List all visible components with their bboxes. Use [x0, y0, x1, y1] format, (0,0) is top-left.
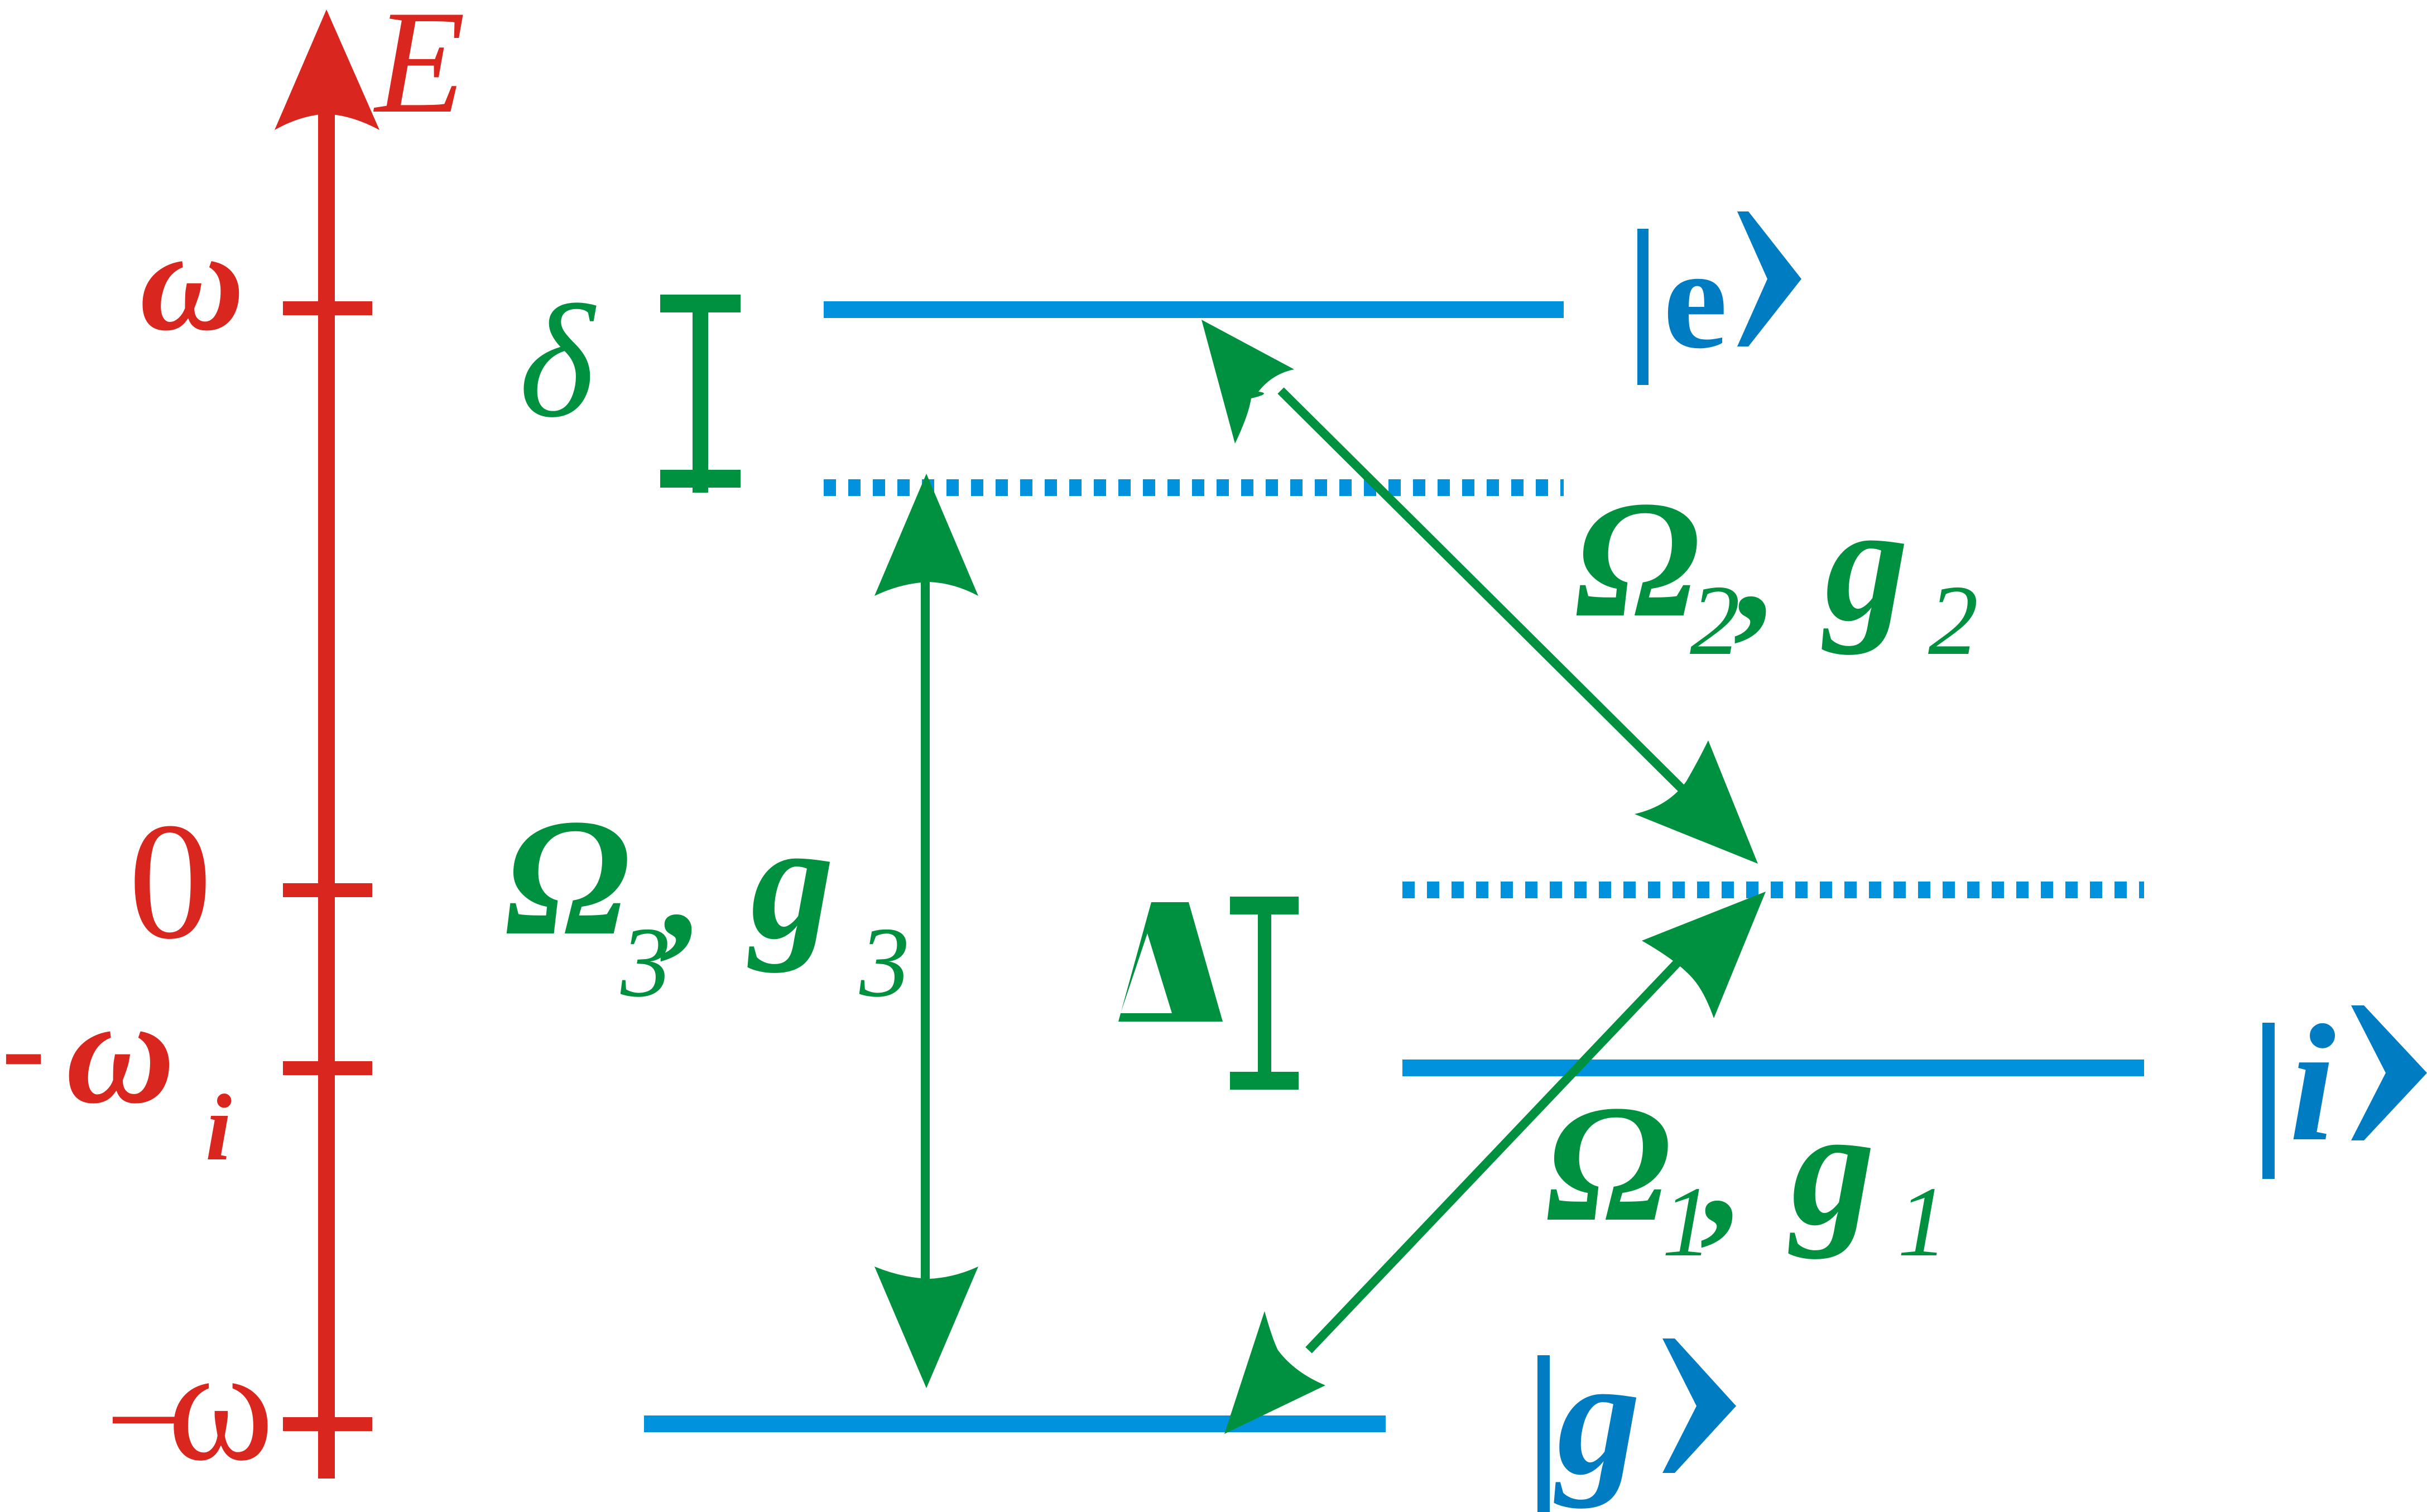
tick-omega	[283, 301, 372, 315]
axis-arrowhead-icon	[275, 9, 379, 130]
delta-small-bracket-icon	[660, 295, 741, 493]
coupling-g-subscript: 2	[1928, 565, 1978, 676]
separator-comma: ,	[1733, 480, 1772, 653]
tick-minus-omega	[283, 1417, 372, 1431]
delta-large-bracket-icon	[1230, 897, 1299, 1090]
rabi-symbol: Ω	[1575, 466, 1700, 652]
ket-angle-icon	[1662, 1338, 1736, 1473]
coupling-g-symbol: g	[1820, 470, 1909, 656]
arrowhead-upper-icon	[1642, 892, 1766, 1018]
label-coupling-3: Ω 3 , g 3	[505, 784, 910, 1018]
ket-excited-label: e	[1663, 218, 1727, 379]
rabi-symbol: Ω	[505, 784, 630, 970]
label-coupling-1: Ω 1 , g 1	[1546, 1071, 1948, 1277]
coupling-g-symbol: g	[746, 788, 834, 974]
arrow-omega1	[1224, 892, 1766, 1434]
arrow-omega2	[1202, 320, 1758, 864]
ket-intermediate-label: i	[2289, 990, 2336, 1176]
coupling-arrows	[874, 320, 1766, 1434]
detuning-delta-small: δ	[519, 272, 741, 493]
axis-label-E: E	[373, 0, 465, 144]
coupling-g-subscript: 3	[859, 907, 910, 1018]
delta-large-symbol-icon	[1118, 902, 1223, 1022]
energy-levels	[644, 301, 2144, 1432]
arrowhead-lower-icon	[1224, 1311, 1325, 1434]
ket-excited: e	[1637, 211, 1801, 385]
delta-small-symbol: δ	[519, 272, 597, 451]
level-intermediate-line	[1402, 1060, 2144, 1076]
tick-label-omega: ω	[140, 200, 244, 361]
rabi-subscript: 1	[1662, 1166, 1712, 1277]
ket-angle-icon	[1737, 211, 1801, 346]
tick-label-zero: 0	[128, 788, 212, 974]
detuning-delta-large: Δ	[1118, 897, 1299, 1090]
energy-axis: E ω 0 - ω i − ω	[1, 0, 465, 1494]
separator-comma: ,	[659, 798, 698, 971]
tick-minus-omega-i	[283, 1061, 372, 1075]
ket-bar-icon	[2262, 1023, 2275, 1179]
arrow-omega3	[874, 474, 978, 1388]
separator-comma: ,	[1699, 1084, 1738, 1258]
ket-ground-label: g	[1552, 1324, 1641, 1510]
axis-line	[318, 84, 335, 1479]
tick-label-omega-i-subscript: i	[205, 1075, 232, 1180]
ket-intermediate: i	[2262, 990, 2427, 1179]
tick-label-minus-prefix-2: −	[106, 1345, 181, 1494]
arrowhead-upper-icon	[1202, 320, 1294, 444]
label-coupling-2: Ω 2 , g 2	[1575, 466, 1978, 676]
arrowhead-up-icon	[874, 474, 978, 596]
tick-label-minus-omega: ω	[167, 1315, 274, 1494]
rabi-subscript: 3	[620, 907, 671, 1018]
ket-bar-icon	[1637, 229, 1649, 385]
ket-angle-icon	[2351, 1005, 2427, 1140]
level-ground-line	[644, 1415, 1386, 1432]
arrowhead-down-icon	[874, 1267, 978, 1388]
coupling-g-subscript: 1	[1897, 1166, 1948, 1277]
tick-label-minus-prefix: -	[1, 971, 46, 1120]
ket-ground: g	[1537, 1324, 1736, 1512]
coupling-g-symbol: g	[1786, 1075, 1875, 1260]
arrowhead-lower-icon	[1635, 740, 1758, 864]
level-excited-line	[824, 301, 1564, 318]
tick-zero	[283, 883, 372, 897]
tick-label-minus-omega-i: ω	[66, 968, 175, 1135]
rabi-subscript: 2	[1690, 565, 1740, 676]
rabi-symbol: Ω	[1546, 1071, 1671, 1256]
ket-bar-icon	[1537, 1355, 1550, 1512]
